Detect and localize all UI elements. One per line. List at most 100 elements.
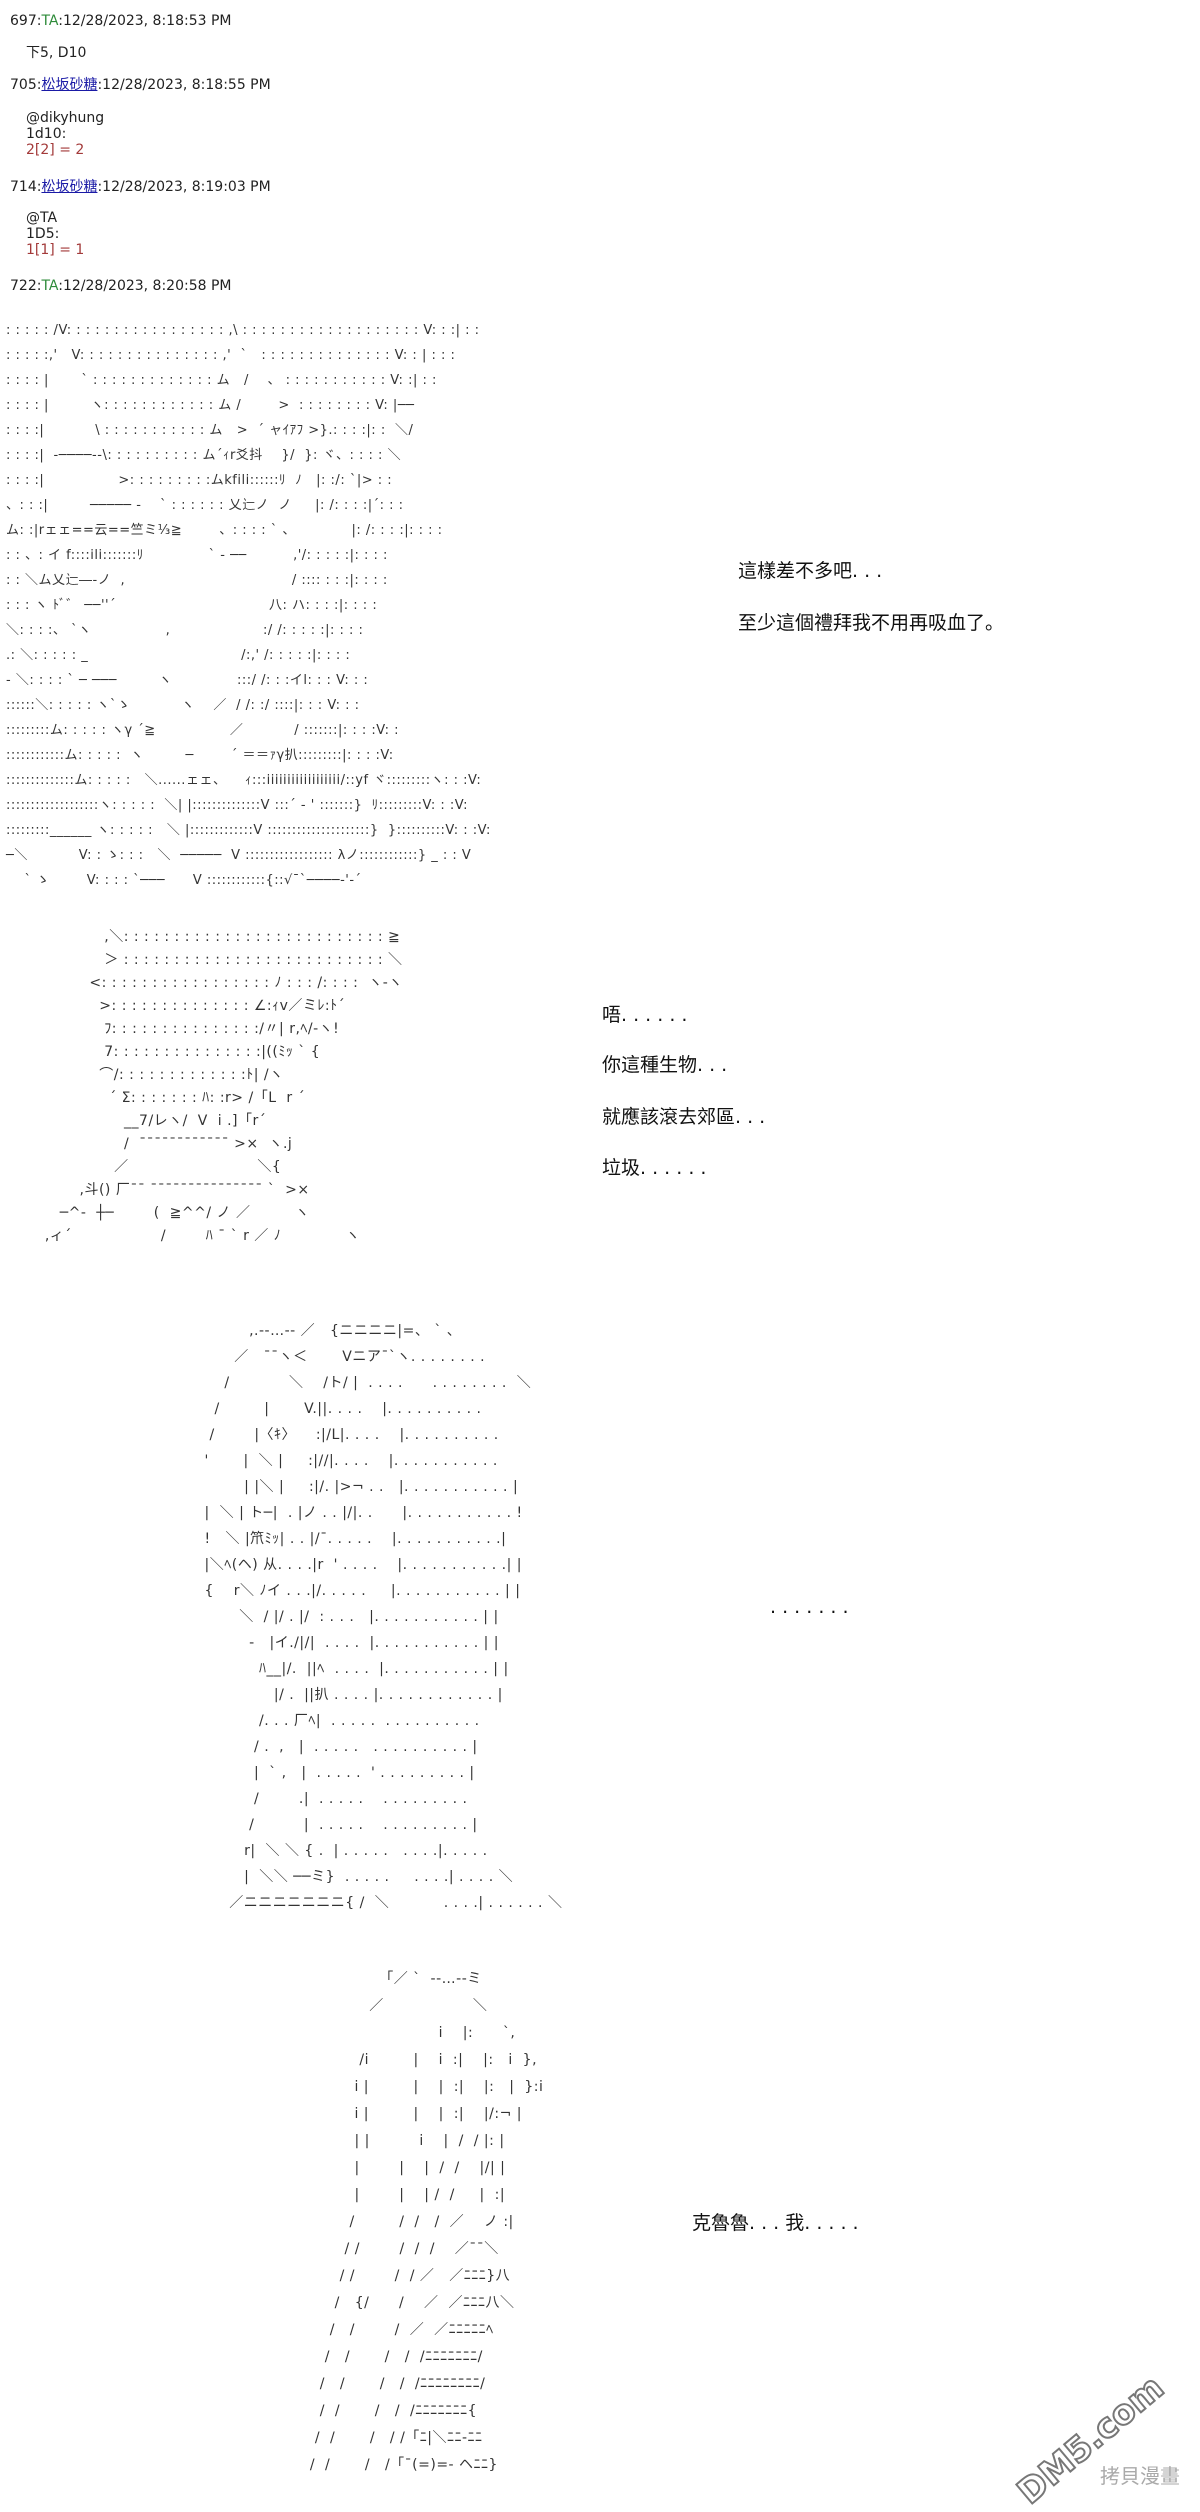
ascii-art-scene-3: ,.-‐…‐- ／ {ニニニニ|=、 ` 、 ／ ¯¯ヽ＜ Vニア¯`ヽ. . … bbox=[160, 1318, 562, 1916]
ascii-art-line: /i | i :| |: i }, bbox=[300, 2052, 538, 2068]
post-number: 714 bbox=[10, 179, 37, 195]
ascii-art-line: | |＼ | :|/. |>¬ . . |. . . . . . . . . .… bbox=[160, 1479, 519, 1495]
poster-name: TA bbox=[41, 278, 59, 294]
ascii-art-line: / / / / ／ ／ﾆﾆﾆ}八 bbox=[300, 2268, 511, 2284]
ascii-art-scene-1: : : : : : /V: : : : : : : : : : : : : : … bbox=[6, 318, 491, 893]
ascii-art-line: | ＼＼ ──ミ} . . . . . . . . .| . . . . ＼ bbox=[160, 1869, 514, 1885]
ascii-art-line: ,斗() 厂¯¯ ¯¯¯¯¯¯¯¯¯¯¯¯¯¯¯ ` >× bbox=[30, 1182, 310, 1198]
dice-roll: 1D5: bbox=[26, 226, 60, 242]
ascii-art-line: ／ ¯¯ヽ＜ Vニア¯`ヽ. . . . . . . . bbox=[160, 1349, 486, 1365]
ascii-art-line: <: : : : : : : : : : : : : : : : : ﾉ : :… bbox=[30, 975, 403, 991]
ascii-art-line: : : : : | ` : : : : : : : : : : : : : ム … bbox=[6, 373, 437, 388]
ascii-art-line: ／ ＼ bbox=[300, 1998, 488, 2014]
ascii-art-scene-4: 「／ ` ‐-…‐-ミ ／ ＼ i |: `, /i | i :| |: i }… bbox=[300, 1966, 543, 2479]
ascii-art-scene-2: ,＼: : : : : : : : : : : : : : : : : : : … bbox=[30, 926, 403, 1248]
ascii-art-line: |/ . ||扒 . . . . |. . . . . . . . . . . … bbox=[160, 1687, 503, 1703]
mention: @TA bbox=[26, 210, 58, 226]
ascii-art-line: ´ Σ: : : : : : : ﾊ: :r> /「L r ´ bbox=[30, 1090, 306, 1106]
ascii-art-line: / / / / ／ ノ :| bbox=[300, 2214, 514, 2230]
post-body: 下5, D10 bbox=[26, 45, 87, 61]
ascii-art-line: ⌒/: : : : : : : : : : : : :ﾄ| /ヽ bbox=[30, 1067, 284, 1083]
ascii-art-line: r| ＼ ＼ { . | . . . . . . . . .|. . . . . bbox=[160, 1843, 488, 1859]
ascii-art-line: | | | / / | :| bbox=[300, 2187, 506, 2203]
ascii-art-line: i | | | :| |/:¬ | bbox=[300, 2106, 522, 2122]
dialogue-line: 就應該滾去郊區. . . bbox=[602, 1106, 766, 1128]
poster-name: TA bbox=[41, 13, 59, 29]
ascii-art-line: ﾌ: : : : : : : : : : : : : : :/〃| r,ﾍ/‐ヽ… bbox=[30, 1021, 340, 1037]
ascii-art-line: 「／ ` ‐-…‐-ミ bbox=[300, 1971, 482, 1987]
ascii-art-line: ─＼ V: : ゝ: : : ＼ ───── V :::::::::::::::… bbox=[6, 848, 472, 863]
ascii-art-line: : : : :| >: : : : : : : : :ムkfili::::::ﾘ… bbox=[6, 473, 393, 488]
dialogue-line: 唔. . . . . . bbox=[602, 1004, 688, 1026]
ascii-art-line: / / / ／ ／ﾆﾆﾆﾆﾆﾍ bbox=[300, 2322, 494, 2338]
post-header: 714:松坂砂糖:12/28/2023, 8:19:03 PM bbox=[10, 179, 271, 195]
ascii-art-line: ! ＼ |笊ﾐｯ| . . |/¯. . . . . |. . . . . . … bbox=[160, 1531, 507, 1547]
ascii-art-line: ,ィ´ / ﾊ ¯ ` r ／ ﾉ ヽ bbox=[30, 1228, 361, 1244]
ascii-art-line: | | | / / |/| | bbox=[300, 2160, 506, 2176]
ascii-art-line: { r＼ ﾉイ . . .|/. . . . . |. . . . . . . … bbox=[160, 1583, 521, 1599]
ascii-art-line: ::::::::::::::ム: : : : : ＼......ェェ、 ｨ:::… bbox=[6, 773, 482, 788]
ascii-art-line: __7/レヽ/ V i .]「r´ bbox=[30, 1113, 267, 1129]
ascii-art-line: ＞ : : : : : : : : : : : : : : : : : : : … bbox=[30, 952, 403, 968]
post-header: 722:TA:12/28/2023, 8:20:58 PM bbox=[10, 278, 232, 294]
dialogue-line: 這樣差不多吧. . . bbox=[738, 560, 883, 582]
ascii-art-line: | ＼ | ト─| . |ノ . . |/|. . |. . . . . . .… bbox=[160, 1505, 523, 1521]
dialogue-line: 你這種生物. . . bbox=[602, 1054, 728, 1076]
ascii-art-line: / | . . . . . . . . . . . . . . | bbox=[160, 1817, 478, 1833]
dialogue-line: . . . . . . . bbox=[770, 1596, 849, 1618]
ascii-art-line: - ＼: : : : ` ─ ─── ヽ :::/ /: : :イl: : : … bbox=[6, 673, 369, 688]
ascii-art-line: >: : : : : : : : : : : : : : ∠:ｨv／ミﾚ:ﾄ´ bbox=[30, 998, 346, 1014]
ascii-art-line: / / / / /ﾆﾆﾆﾆﾆﾆﾆ{ bbox=[300, 2403, 478, 2419]
mention: @dikyhung bbox=[26, 110, 105, 126]
ascii-art-line: | ` , | . . . . . ' . . . . . . . . . | bbox=[160, 1765, 475, 1781]
dice-result: 1[1] = 1 bbox=[26, 242, 85, 258]
ascii-art-line: ::::::＼: : : : : ヽ`ゝ ヽ ／ / /: :/ ::::|: … bbox=[6, 698, 360, 713]
ascii-art-line: / {/ / ／ ／ﾆﾆﾆ八＼ bbox=[300, 2295, 515, 2311]
ascii-art-line: ／ ＼{ bbox=[30, 1159, 282, 1175]
dialogue-line: 至少這個禮拜我不用再吸血了。 bbox=[738, 612, 1005, 634]
ascii-art-line: / / / /「¯(=)=- ヘﾆﾆ} bbox=[300, 2457, 498, 2473]
ascii-art-line: - |イ./|/| . . . . |. . . . . . . . . . .… bbox=[160, 1635, 499, 1651]
post-timestamp: 12/28/2023, 8:20:58 PM bbox=[62, 278, 232, 294]
ascii-art-line: .: ＼: : : : : _ /:,' /: : : : :|: : : : bbox=[6, 648, 351, 663]
ascii-art-line: : : : :| \ : : : : : : : : : : : ム > ´ ャ… bbox=[6, 423, 414, 438]
dialogue-line: 克魯魯. . . 我. . . . . bbox=[692, 2212, 859, 2234]
ascii-art-line: :::::::::ム: : : : : ヽγ ´≧ ／ / :::::::|: … bbox=[6, 723, 399, 738]
poster-name-link[interactable]: 松坂砂糖 bbox=[41, 179, 98, 195]
watermark: DM5.com 拷貝漫畫 bbox=[1002, 2367, 1180, 2512]
post-header: 705:松坂砂糖:12/28/2023, 8:18:55 PM bbox=[10, 77, 271, 93]
ascii-art-line: ,＼: : : : : : : : : : : : : : : : : : : … bbox=[30, 929, 401, 945]
ascii-art-line: : : : : : /V: : : : : : : : : : : : : : … bbox=[6, 323, 480, 338]
ascii-art-line: / / / / /「ﾆ|＼ﾆﾆ-ﾆﾆ bbox=[300, 2430, 483, 2446]
post-timestamp: 12/28/2023, 8:19:03 PM bbox=[102, 179, 271, 195]
ascii-art-line: / . , | . . . . . . . . . . . . . . . | bbox=[160, 1739, 478, 1755]
poster-name-link[interactable]: 松坂砂糖 bbox=[41, 77, 98, 93]
ascii-art-line: / |〈ｷ〉 :|/L|. . . . |. . . . . . . . . . bbox=[160, 1427, 499, 1443]
ascii-art-line: ム: :|rェェ==云==竺ミ⅓≧ 、: : : : ` 、 |: /: : :… bbox=[6, 523, 443, 538]
post-number: 697 bbox=[10, 13, 37, 29]
ascii-art-line: : : ＼ム乂辷―‐ノ , / :::: : : :|: : : : bbox=[6, 573, 388, 588]
ascii-art-line: : : : : | ヽ: : : : : : : : : : : : ム / >… bbox=[6, 398, 415, 413]
ascii-art-line: ／ニニニニニニニ{ / ＼ . . . .| . . . . . . ＼ bbox=[160, 1895, 563, 1911]
dialogue-line: 垃圾. . . . . . bbox=[602, 1157, 707, 1179]
ascii-art-line: / ＼ /ト/ | . . . . . . . . . . . . ＼ bbox=[160, 1375, 532, 1391]
ascii-art-line: /. . . 厂ﾍ| . . . . . . . . . . . . . . . bbox=[160, 1713, 480, 1729]
ascii-art-line: / / / / /ﾆﾆﾆﾆﾆﾆﾆ/ bbox=[300, 2349, 483, 2365]
ascii-art-line: / / / / /ﾆﾆﾆﾆﾆﾆﾆﾆ/ bbox=[300, 2376, 486, 2392]
ascii-art-line: ::::::::::::ム: : : : : ヽ ─ ´ ＝＝ｧγ扒::::::… bbox=[6, 748, 394, 763]
ascii-art-line: ─^‐ ┼─ ( ≧^^/ ノ ／ ヽ bbox=[30, 1205, 310, 1221]
watermark-site-name: 拷貝漫畫 bbox=[1100, 2464, 1180, 2488]
ascii-art-line: | | i | / / |: | bbox=[300, 2133, 505, 2149]
ascii-art-line: / | V.||. . . . |. . . . . . . . . . bbox=[160, 1401, 482, 1417]
ascii-art-line: ,.-‐…‐- ／ {ニニニニ|=、 ` 、 bbox=[160, 1323, 462, 1339]
watermark-logo: DM5.com bbox=[1009, 2367, 1173, 2512]
dice-result: 2[2] = 2 bbox=[26, 142, 85, 158]
ascii-art-line: |＼ﾍ(ヘ) 从. . . .|r ' . . . . |. . . . . .… bbox=[160, 1557, 522, 1573]
post-timestamp: 12/28/2023, 8:18:55 PM bbox=[102, 77, 271, 93]
post-timestamp: 12/28/2023, 8:18:53 PM bbox=[62, 13, 232, 29]
ascii-art-line: : : : ヽ ﾄﾞ゛ ──''´ 八: ハ: : : :|: : : : bbox=[6, 598, 378, 613]
post-number: 722 bbox=[10, 278, 37, 294]
ascii-art-line: : : 、: イ f::::ili:::::::ﾘ ` ‐ ── ,'/: : … bbox=[6, 548, 388, 563]
